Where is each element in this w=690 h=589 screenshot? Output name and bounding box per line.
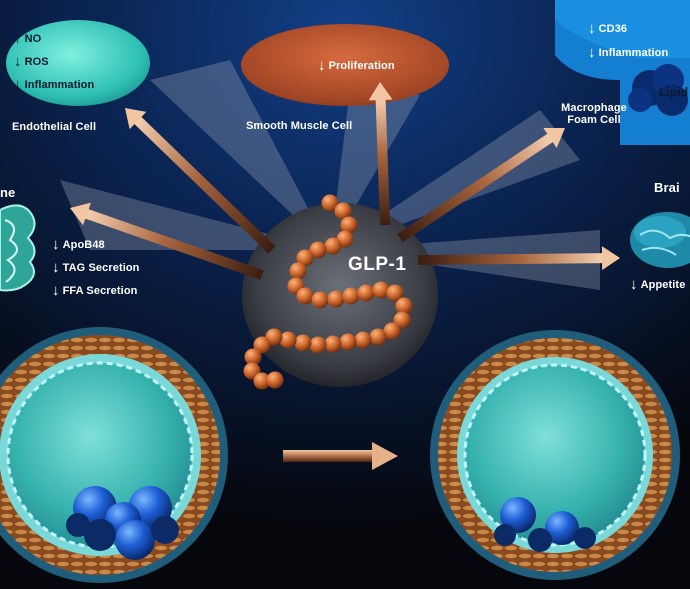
peptide-bead [324, 335, 342, 353]
arrow-to-macrophage [397, 128, 565, 243]
macrophage-cd36-label: CD36 [588, 20, 627, 37]
endothelial-title: Endothelial Cell [12, 121, 97, 133]
peptide-bead [383, 322, 401, 340]
peptide-bead [279, 331, 297, 349]
endothelial-ros-label: ROS [14, 53, 49, 70]
intestine-ffa-label: FFA Secretion [52, 282, 138, 299]
peptide-bead [334, 202, 352, 220]
macrophage-inflammation-label: Inflammation [588, 44, 669, 61]
lipid-label: Lipid [659, 85, 689, 99]
light-beams [60, 60, 600, 290]
arrow-to-brain [417, 246, 621, 271]
peptide-bead [324, 237, 342, 255]
peptide-bead [372, 281, 390, 299]
arrow-to-endothelial [124, 108, 276, 254]
plaque-small [494, 497, 596, 552]
peptide-bead [354, 331, 372, 349]
peptide-bead [309, 336, 327, 354]
smc-proliferation-label: Proliferation [318, 57, 395, 74]
intestine-apob48-label: ApoB48 [52, 236, 105, 253]
peptide-bead [311, 291, 329, 309]
glp1-peptide-chain [243, 194, 413, 390]
peptide-bead [253, 372, 271, 390]
brain-illustration [630, 212, 690, 268]
glp1-label: GLP-1 [348, 254, 407, 275]
smc-title: Smooth Muscle Cell [246, 120, 353, 132]
peptide-bead [327, 290, 345, 308]
peptide-bead [296, 287, 314, 305]
intestine-title: ne [0, 185, 16, 200]
peptide-bead [265, 328, 283, 346]
peptide-bead [395, 297, 413, 315]
peptide-bead [294, 334, 312, 352]
arrow-to-smooth-muscle [368, 81, 393, 226]
lipid-droplet [628, 64, 688, 116]
brain-title: Brai [654, 180, 680, 195]
endothelial-inflammation-label: Inflammation [14, 76, 95, 93]
peptide-bead [340, 216, 358, 234]
arrow-to-intestine [70, 202, 264, 280]
peptide-bead [393, 311, 411, 329]
macrophage-title: Macrophage Foam Cell [561, 102, 627, 126]
peptide-bead [369, 328, 387, 346]
peptide-bead [296, 249, 314, 267]
intestine-tag-label: TAG Secretion [52, 259, 140, 276]
plaque-large [66, 486, 179, 560]
peptide-bead [357, 284, 375, 302]
peptide-bead [244, 348, 262, 366]
intestine-illustration [0, 204, 36, 292]
progression-arrow [283, 442, 398, 470]
peptide-bead [289, 262, 307, 280]
peptide-bead [342, 287, 360, 305]
brain-appetite-label: Appetite [630, 276, 686, 293]
peptide-bead [321, 194, 339, 212]
endothelial-no-label: NO [14, 30, 42, 47]
peptide-bead [386, 284, 404, 302]
arrows-group [70, 81, 621, 280]
peptide-bead [339, 333, 357, 351]
peptide-bead [253, 336, 271, 354]
peptide-bead [309, 241, 327, 259]
peptide-bead [266, 371, 284, 389]
